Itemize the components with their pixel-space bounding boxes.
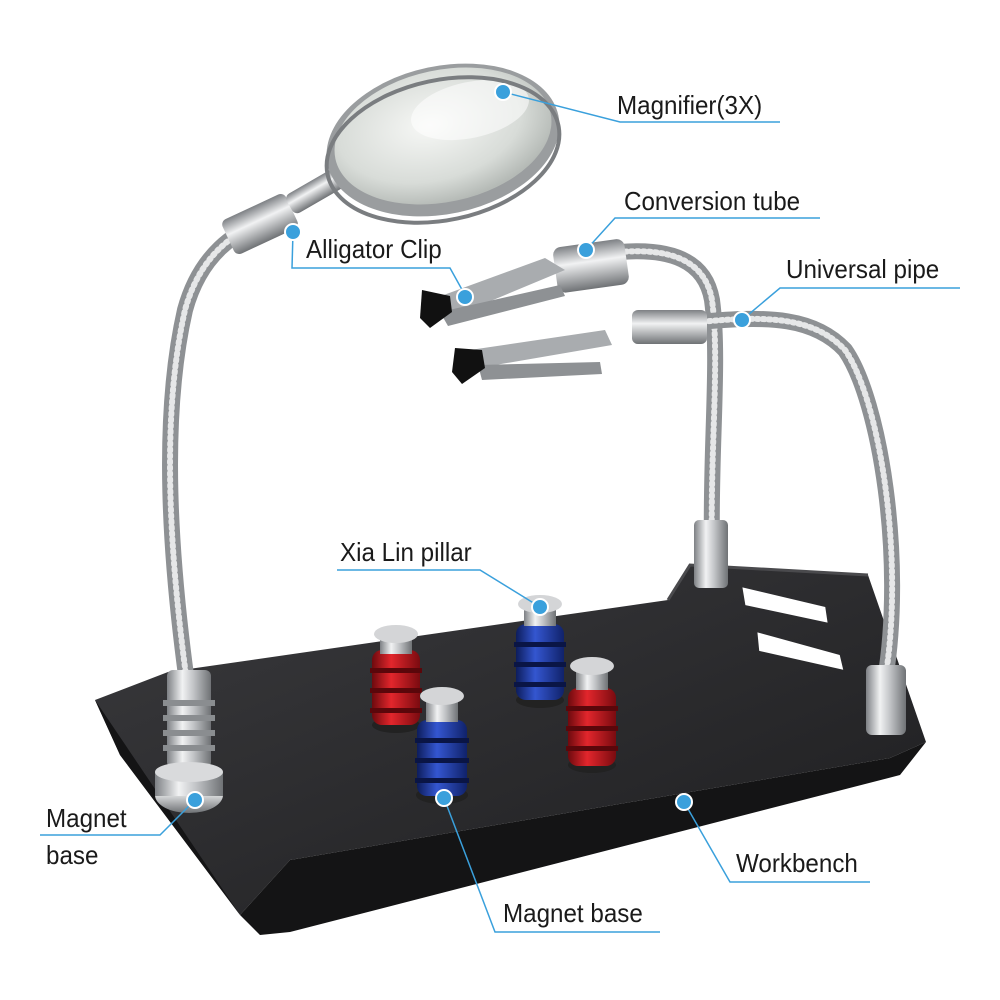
callout-line-alligator-clip (291, 231, 466, 296)
label-magnet-base-left-line1: Magnet (46, 803, 127, 833)
callout-line-universal-pipe (741, 287, 960, 321)
pillar-red-left (370, 625, 422, 733)
callout-line-magnet-base-left (40, 799, 196, 836)
callout-dot-alligator-clip (456, 288, 474, 306)
callout-dots (186, 83, 751, 811)
label-magnet-base-bottom: Magnet base (503, 898, 643, 928)
label-magnet-base-left-line2: base (46, 840, 99, 870)
front-gooseneck (632, 310, 906, 735)
pillar-red-right (566, 657, 618, 773)
left-magnet-column (155, 670, 223, 813)
workbench-plate (95, 563, 926, 935)
label-alligator-clip: Alligator Clip (306, 234, 442, 264)
callout-lines (40, 91, 960, 933)
label-xia-lin-pillar: Xia Lin pillar (340, 537, 472, 567)
label-conversion-tube: Conversion tube (624, 186, 801, 216)
conversion-tube (553, 239, 629, 293)
callout-dot-workbench (675, 793, 693, 811)
callout-line-magnet-base-bottom (443, 797, 660, 933)
lower-alligator-clip (452, 330, 612, 384)
label-workbench: Workbench (736, 848, 858, 878)
rear-gooseneck (612, 243, 728, 588)
callout-line-workbench (683, 801, 870, 883)
callout-line-magnifier (502, 91, 780, 123)
callout-dot-magnifier (494, 83, 512, 101)
magnifier-gooseneck (162, 212, 278, 698)
label-magnifier: Magnifier(3X) (617, 90, 763, 120)
magnifier (222, 63, 562, 255)
callout-dot-xia-lin-pillar (531, 598, 549, 616)
callout-dot-conversion-tube (577, 241, 595, 259)
callout-dot-magnet-base-bottom (435, 789, 453, 807)
callout-dot-universal-pipe (733, 311, 751, 329)
label-universal-pipe: Universal pipe (786, 254, 940, 284)
callout-line-conversion-tube (585, 217, 820, 251)
callout-line-xia-lin-pillar (337, 569, 541, 608)
pillar-blue-front (415, 687, 469, 804)
callout-dot-magnet-base-left (186, 791, 204, 809)
callout-dot-alligator-top (284, 223, 302, 241)
